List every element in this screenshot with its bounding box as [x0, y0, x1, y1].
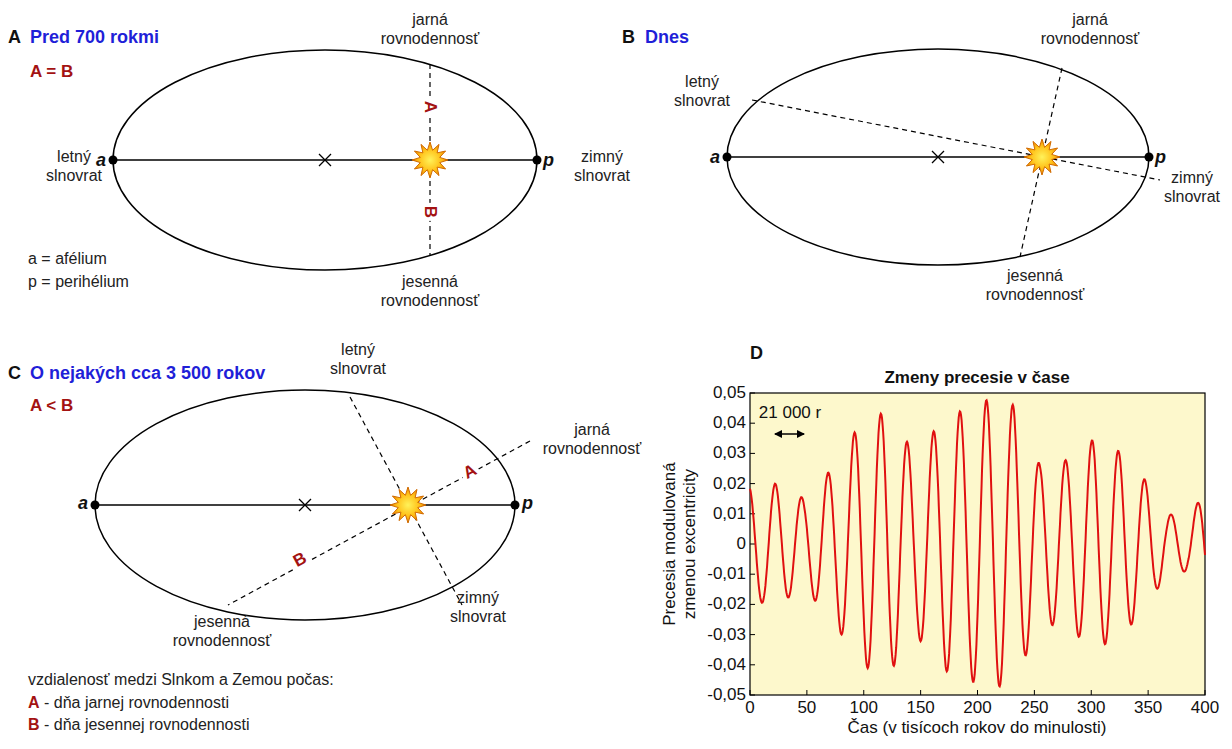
season-label: zimný slnovrat: [563, 147, 641, 185]
axis-tick-label: 0: [737, 534, 746, 554]
axis-tick: [750, 574, 755, 575]
sun-symbol: [390, 487, 426, 523]
axis-tick-label: 0,04: [713, 413, 746, 433]
axis-tick: [750, 634, 755, 635]
point-letter: a: [78, 492, 88, 514]
panel-letter: B: [622, 26, 635, 48]
panel-title: Pred 700 rokmi: [30, 26, 159, 48]
axis-tick-label: 350: [1134, 698, 1162, 718]
axis-tick-label: 150: [906, 698, 934, 718]
axis-tick-label: 50: [797, 698, 816, 718]
panel-letter: A: [8, 26, 21, 48]
distance-letter: B: [420, 203, 440, 221]
orbit-a: [109, 50, 542, 270]
axis-tick: [750, 544, 755, 545]
point-letter: p: [1155, 146, 1166, 168]
axis-tick: [1148, 690, 1149, 695]
axis-tick: [920, 690, 921, 695]
axis-tick: [1205, 690, 1206, 695]
season-label: jesenná rovnodennosť: [976, 266, 1094, 304]
axis-tick: [750, 423, 755, 424]
point-letter: a: [710, 146, 720, 168]
point-letter: a: [96, 149, 106, 171]
axis-tick-label: 100: [850, 698, 878, 718]
axis-tick: [977, 690, 978, 695]
equation-note: A = B: [30, 62, 73, 82]
season-label: letný slnovrat: [319, 340, 397, 378]
period-note: 21 000 r: [757, 403, 823, 423]
sun-symbol: [1024, 139, 1060, 175]
axis-tick-label: -0,03: [707, 625, 746, 645]
axis-tick: [806, 690, 807, 695]
legend-text: - dňa jarnej rovnodennosti: [44, 693, 229, 712]
legend-letter: B: [28, 715, 40, 734]
season-label: zimný slnovrat: [439, 588, 517, 626]
season-label: jarná rovnodennosť: [536, 420, 648, 458]
orbit-b: [723, 49, 1161, 265]
axis-tick: [750, 664, 755, 665]
season-label: jesenná rovnodennosť: [371, 272, 489, 310]
axis-tick: [750, 690, 751, 695]
axis-tick: [1034, 690, 1035, 695]
axis-tick: [863, 690, 864, 695]
season-label: jarná rovnodennosť: [374, 10, 486, 48]
panel-letter: D: [750, 342, 763, 364]
legend-text: - dňa jesennej rovnodennosti: [44, 715, 249, 734]
distance-letter: B: [287, 547, 313, 573]
axis-tick-label: 0,02: [713, 474, 746, 494]
axis-title: Čas (v tisícoch rokov do minulosti): [848, 718, 1107, 738]
season-label: zimný slnovrat: [1154, 168, 1230, 206]
axis-tick-label: -0,01: [707, 564, 746, 584]
panel-title: Dnes: [645, 26, 689, 48]
legend-note: p = perihélium: [28, 272, 129, 291]
season-label: jesenná rovnodennosť: [163, 612, 281, 650]
point-letter: p: [522, 492, 533, 514]
axis-tick-label: 0,03: [713, 443, 746, 463]
axis-tick-label: 300: [1077, 698, 1105, 718]
axis-tick-label: -0,05: [707, 685, 746, 705]
point-letter: p: [543, 149, 554, 171]
axis-tick-label: 200: [963, 698, 991, 718]
season-label: jarná rovnodennosť: [1034, 10, 1146, 48]
season-label: letný slnovrat: [663, 72, 741, 110]
axis-tick-label: 0,01: [713, 504, 746, 524]
equation-note: A < B: [30, 396, 73, 416]
distance-letter: A: [420, 98, 440, 116]
precession-curve: [750, 400, 1205, 686]
axis-tick-label: 0,05: [713, 383, 746, 403]
axis-tick: [750, 604, 755, 605]
axis-tick: [750, 483, 755, 484]
axis-tick: [750, 695, 755, 696]
sun-symbol: [412, 142, 448, 178]
legend-letter: A: [28, 693, 40, 712]
axis-title: Precesia modulovaná zmenou excentricity: [660, 444, 700, 644]
axis-tick-label: 400: [1191, 698, 1219, 718]
axis-tick-label: -0,04: [707, 655, 746, 675]
orbit-c: [91, 390, 531, 620]
distance-letter: A: [457, 459, 483, 485]
legend-note: a = afélium: [28, 249, 107, 268]
axis-tick-label: 250: [1020, 698, 1048, 718]
panel-letter: C: [8, 362, 21, 384]
precession-chart: [750, 393, 1205, 695]
axis-tick-label: -0,02: [707, 594, 746, 614]
axis-tick-label: 0: [745, 698, 754, 718]
legend-heading: vzdialenosť medzi Slnkom a Zemou počas:: [28, 670, 334, 689]
axis-tick: [1091, 690, 1092, 695]
axis-tick: [750, 393, 755, 394]
panel-title: O nejakých cca 3 500 rokov: [30, 362, 265, 384]
chart-title: Zmeny precesie v čase: [884, 368, 1069, 388]
axis-tick: [750, 453, 755, 454]
